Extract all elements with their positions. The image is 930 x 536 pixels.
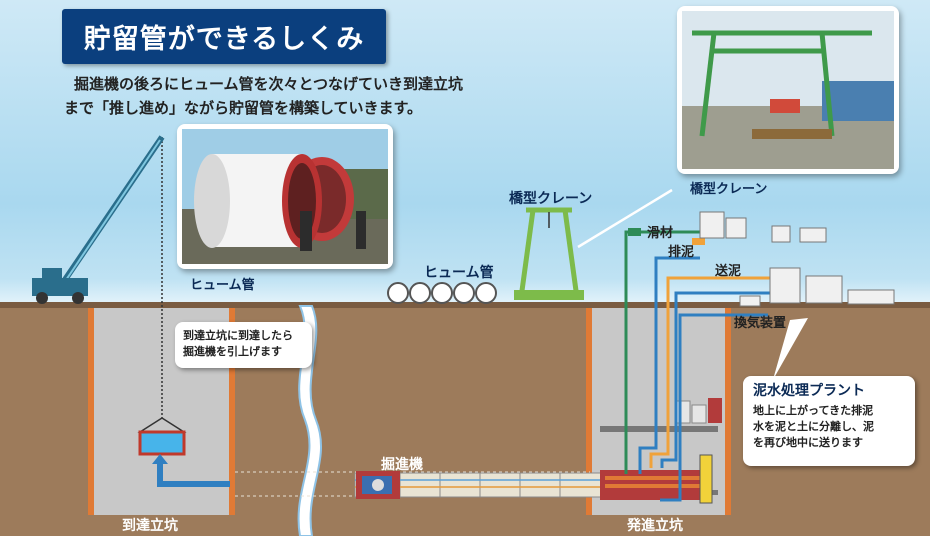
page-title: 貯留管ができるしくみ <box>62 9 386 64</box>
arrival-callout: 到達立坑に到達したら 掘進機を引上げます <box>175 322 312 368</box>
ventilation-label: 換気装置 <box>734 316 787 331</box>
arrival-callout-line-1: 到達立坑に到達したら <box>183 329 293 342</box>
gantry-crane-label: 橋型クレーン <box>509 191 593 207</box>
plant-callout-title: 泥水処理プラント <box>753 383 865 399</box>
plant-callout-line-2: 水を泥と土に分離し、泥 <box>753 420 874 433</box>
hume-pipe-photo-image <box>182 129 388 264</box>
ground-surface <box>0 302 930 308</box>
lubricant-label: 滑材 <box>647 226 674 241</box>
gantry-crane-photo <box>677 6 899 174</box>
plant-callout-line-3: を再び地中に送ります <box>753 436 863 449</box>
gantry-crane-photo-image <box>682 11 894 169</box>
gantry-crane <box>514 207 584 300</box>
intro-text: 掘進機の後ろにヒューム管を次々とつなげていき到達立坑 まで「推し進め」ながら貯留… <box>64 72 564 120</box>
hume-pipe-photo-label: ヒューム管 <box>190 278 255 293</box>
plant-equipment <box>699 211 895 307</box>
mud-supply-label: 送泥 <box>715 264 742 279</box>
mobile-crane <box>32 135 165 304</box>
hume-pipe-stack <box>387 282 497 304</box>
mud-discharge-label: 排泥 <box>668 245 695 260</box>
hume-pipe-stack-label: ヒューム管 <box>424 265 494 281</box>
arrival-callout-line-2: 掘進機を引上げます <box>183 345 282 358</box>
intro-line-2: まで「推し進め」ながら貯留管を構築していきます。 <box>64 99 423 117</box>
arrival-shaft-label: 到達立坑 <box>122 518 178 534</box>
plant-pipes <box>624 230 770 502</box>
jacking-equipment <box>600 454 713 504</box>
tbm-label: 掘進機 <box>381 457 423 473</box>
hume-pipe-photo <box>177 124 393 269</box>
lift-arrow <box>157 462 230 487</box>
gantry-crane-photo-label: 橋型クレーン <box>690 182 768 197</box>
tbm-machine <box>356 471 400 499</box>
plant-callout: 泥水処理プラント 地上に上がってきた排泥 水を泥と土に分離し、泥 を再び地中に送… <box>743 376 915 466</box>
plant-callout-line-1: 地上に上がってきた排泥 <box>753 404 874 417</box>
intro-line-1: 掘進機の後ろにヒューム管を次々とつなげていき到達立坑 <box>74 75 463 93</box>
control-unit <box>675 400 691 424</box>
lifted-tbm <box>138 430 186 456</box>
photo-pointer <box>577 188 673 249</box>
launch-shaft-label: 発進立坑 <box>627 518 683 534</box>
